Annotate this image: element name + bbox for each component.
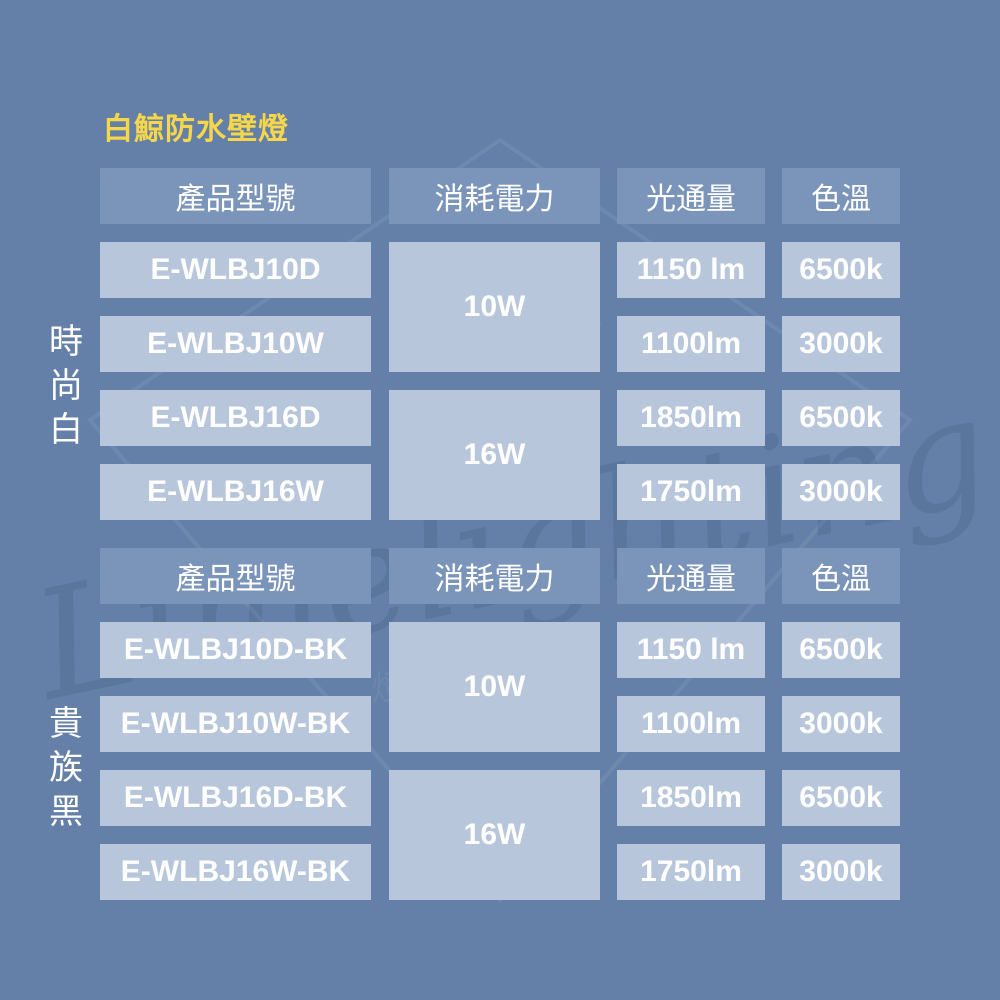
color-temp-cell: 3000k	[782, 316, 900, 372]
model-cell: E-WLBJ16D-BK	[100, 770, 371, 826]
header-lumen: 光通量	[617, 168, 765, 224]
lumen-cell: 1150 lm	[617, 242, 765, 298]
header-color-temp: 色溫	[782, 548, 900, 604]
lumen-cell: 1150 lm	[617, 622, 765, 678]
header-model: 產品型號	[100, 548, 371, 604]
color-temp-cell: 6500k	[782, 770, 900, 826]
model-cell: E-WLBJ10D	[100, 242, 371, 298]
header-power: 消耗電力	[389, 168, 600, 224]
lumen-cell: 1100lm	[617, 696, 765, 752]
model-cell: E-WLBJ16W	[100, 464, 371, 520]
model-cell: E-WLBJ16D	[100, 390, 371, 446]
group-label-white: 時 尚 白	[49, 322, 83, 450]
page-title: 白鯨防水壁燈	[103, 112, 289, 147]
lumen-cell: 1750lm	[617, 464, 765, 520]
header-power: 消耗電力	[389, 548, 600, 604]
color-temp-cell: 6500k	[782, 622, 900, 678]
power-cell: 10W	[389, 242, 600, 372]
color-temp-cell: 3000k	[782, 696, 900, 752]
lumen-cell: 1100lm	[617, 316, 765, 372]
model-cell: E-WLBJ16W-BK	[100, 844, 371, 900]
header-color-temp: 色溫	[782, 168, 900, 224]
model-cell: E-WLBJ10D-BK	[100, 622, 371, 678]
model-cell: E-WLBJ10W-BK	[100, 696, 371, 752]
color-temp-cell: 6500k	[782, 390, 900, 446]
power-cell: 16W	[389, 770, 600, 900]
model-cell: E-WLBJ10W	[100, 316, 371, 372]
lumen-cell: 1750lm	[617, 844, 765, 900]
group-label-black: 貴 族 黑	[49, 704, 83, 832]
header-model: 產品型號	[100, 168, 371, 224]
color-temp-cell: 3000k	[782, 464, 900, 520]
color-temp-cell: 6500k	[782, 242, 900, 298]
color-temp-cell: 3000k	[782, 844, 900, 900]
power-cell: 10W	[389, 622, 600, 752]
lumen-cell: 1850lm	[617, 390, 765, 446]
header-lumen: 光通量	[617, 548, 765, 604]
lumen-cell: 1850lm	[617, 770, 765, 826]
power-cell: 16W	[389, 390, 600, 520]
